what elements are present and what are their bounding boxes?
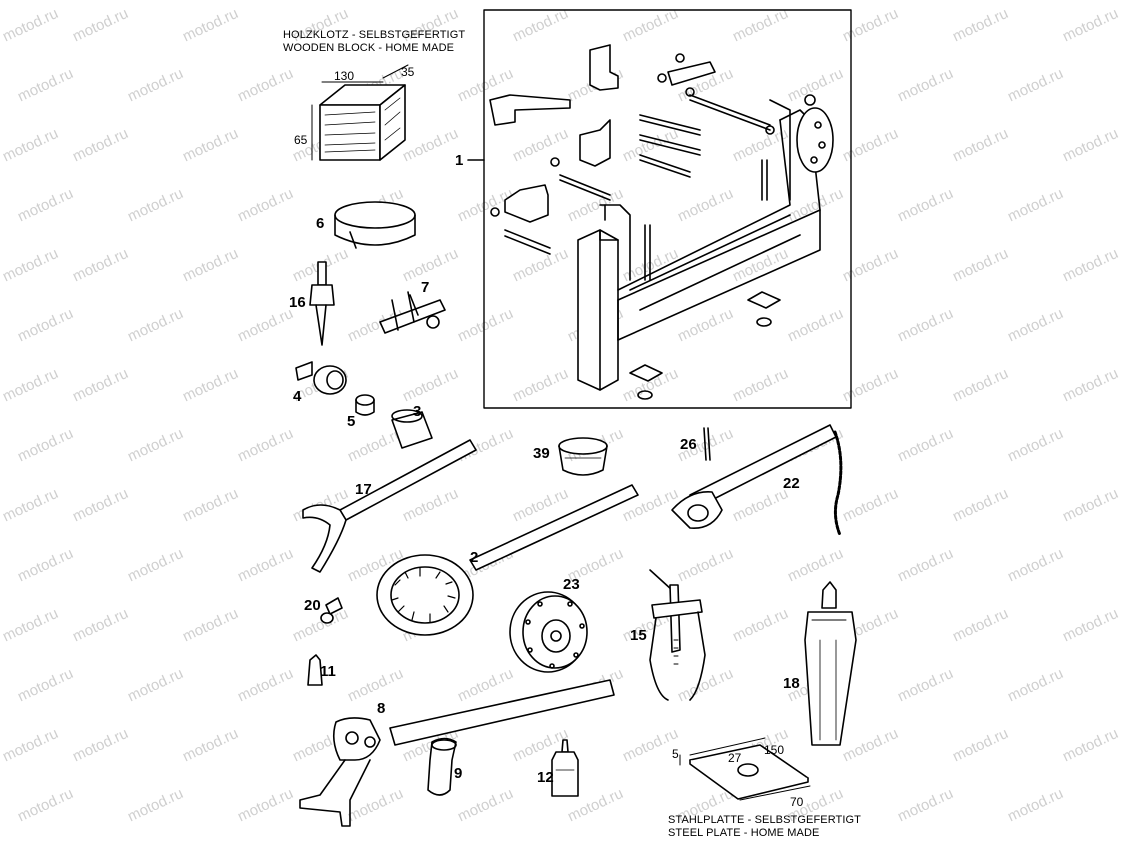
part-label-7: 7 — [421, 279, 430, 296]
part-label-17: 17 — [355, 481, 372, 498]
dim-plate-thickness: 5 — [672, 747, 679, 761]
part-label-39: 39 — [533, 445, 550, 462]
steel-plate-caption-en: STEEL PLATE - HOME MADE — [668, 827, 820, 839]
part-label-15: 15 — [630, 627, 647, 644]
dim-plate-width: 70 — [790, 795, 804, 809]
part-label-23: 23 — [563, 576, 580, 593]
wooden-block — [311, 64, 409, 161]
part-label-4: 4 — [293, 388, 302, 405]
engine-stand-parts — [489, 44, 834, 400]
dim-block-length: 130 — [334, 69, 355, 83]
part-label-20: 20 — [304, 597, 321, 614]
part-label-5: 5 — [347, 413, 356, 430]
part-6-ring — [334, 201, 416, 249]
part-2-holder — [376, 484, 639, 636]
dim-plate-hole: 27 — [728, 751, 742, 765]
part-3-sleeve — [391, 409, 433, 449]
part-label-9: 9 — [454, 765, 463, 782]
part-8-holder — [299, 679, 615, 827]
dim-plate-length: 150 — [764, 743, 785, 757]
wooden-block-caption-de: HOLZKLOTZ - SELBSTGEFERTIGT — [283, 29, 466, 41]
part-17-fork-wrench — [302, 439, 477, 573]
part-39-cup — [558, 437, 608, 476]
part-9-stand — [427, 737, 457, 796]
part-23-flywheel — [509, 591, 588, 673]
part-7-tool — [379, 291, 446, 334]
part-16-puller — [309, 261, 335, 346]
part-label-11: 11 — [320, 663, 336, 680]
dim-block-height: 65 — [294, 133, 308, 147]
part-5-bush — [355, 394, 375, 416]
engine-stand-frame-box — [483, 9, 852, 409]
part-11-plug — [307, 654, 323, 686]
part-label-22: 22 — [783, 475, 800, 492]
part-22-holder — [671, 424, 843, 537]
part-12-bottle — [551, 739, 579, 797]
part-26-pin — [703, 427, 711, 461]
wooden-block-caption-en: WOODEN BLOCK - HOME MADE — [283, 42, 455, 54]
part-label-16: 16 — [289, 294, 306, 311]
part-label-6: 6 — [316, 215, 325, 232]
part-label-3: 3 — [413, 403, 422, 420]
part-label-18: 18 — [783, 675, 800, 692]
dim-block-width: 35 — [401, 65, 415, 79]
part-label-1: 1 — [455, 152, 464, 169]
part-label-12: 12 — [537, 769, 554, 786]
part-4-adapter — [295, 361, 347, 395]
steel-plate-caption-de: STAHLPLATTE - SELBSTGEFERTIGT — [668, 814, 861, 826]
part-label-26: 26 — [680, 436, 697, 453]
part-15-puller — [649, 569, 706, 701]
part-20-screw — [320, 597, 343, 624]
steel-plate — [679, 737, 811, 801]
part-18-tube — [804, 581, 857, 746]
part-label-8: 8 — [377, 700, 386, 717]
part-label-2: 2 — [470, 549, 479, 566]
